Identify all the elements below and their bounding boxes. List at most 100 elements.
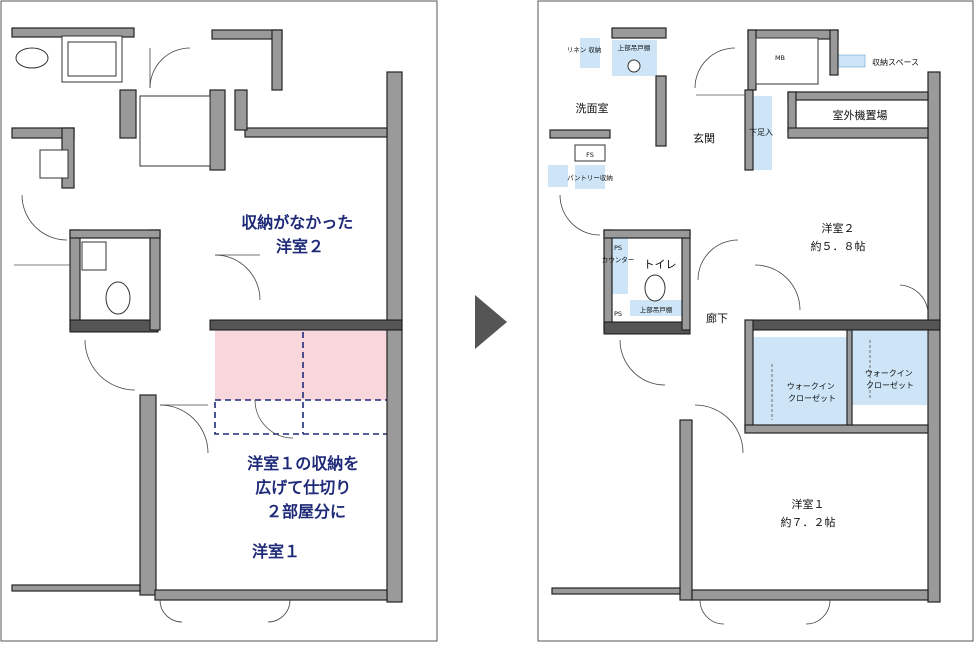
right-plan: 収納スペース (537, 0, 974, 642)
r-wall-mb-left (747, 29, 757, 91)
wall-room2-top (244, 127, 388, 138)
door-entry (149, 47, 191, 89)
r-door-toilet (619, 339, 666, 386)
r-door-room1 (694, 404, 744, 454)
r-fs-box (574, 144, 606, 162)
label-outdoor-unit: 室外機置場 (833, 108, 888, 122)
wall-entry-right (209, 89, 226, 171)
door-balcony-right (267, 599, 291, 623)
exterior-wall-right (386, 71, 403, 603)
shoe-storage-fill (750, 96, 772, 170)
label-washroom: 洗面室 (576, 101, 609, 115)
wall-room1-left (139, 394, 157, 596)
label-mb: MB (775, 54, 785, 62)
label-shoe-storage: 下足入 (749, 128, 773, 137)
wall-room2-bottom (209, 319, 403, 331)
toilet-cabinet (81, 241, 107, 271)
r-door-room2 (754, 264, 801, 311)
door-washroom (21, 194, 68, 241)
r-door-balcony-left (699, 599, 725, 625)
wall-toilet-top (69, 229, 161, 239)
r-wall-toilet-right (681, 229, 691, 331)
door-balcony-left (159, 599, 183, 623)
wall-toilet-bottom (69, 319, 159, 333)
label-walkin-right: ウォークイン クローゼット (865, 369, 916, 390)
r-wall-entry-right (744, 89, 754, 171)
pantry-fill-left (548, 165, 568, 187)
washbasin (15, 47, 49, 69)
wall-bottom-left (11, 584, 141, 592)
r-wall-wash-right (655, 75, 667, 147)
r-wall-toilet-top (603, 229, 691, 239)
wall-entry-left (119, 89, 137, 139)
door-room2 (214, 254, 261, 301)
wall-toilet-left (69, 229, 81, 331)
r-wall-toilet-bottom (603, 321, 691, 335)
label-room2-name: 洋室２ (822, 221, 855, 235)
toilet-cabinet-fill (630, 300, 682, 316)
r-wall-outdoor-left (787, 91, 797, 133)
label-room1-size: 約７．２帖 (781, 515, 836, 529)
wall-toilet-right (149, 229, 161, 331)
legend-swatch (834, 54, 866, 68)
label-top-cabinet: 上部吊戸棚 (618, 43, 651, 52)
r-wall-room1-left (679, 419, 693, 601)
pantry-fill (575, 165, 605, 189)
door-storage (254, 399, 294, 439)
label-toilet: トイレ (644, 258, 677, 271)
label-toilet-cabinet: 上部吊戸棚 (640, 305, 673, 314)
left-plan: 収納がなかった 洋室２ 洋室１の収納を 広げて仕切り ２部屋分に 洋室１ (0, 0, 438, 642)
label-room2-size: 約５．８帖 (811, 239, 866, 253)
r-exterior-wall-right (927, 71, 941, 603)
washer-pan (39, 149, 69, 179)
r-wall-wash-top (549, 129, 611, 139)
r-wall-bottom (691, 589, 929, 601)
label-ps-1: PS (614, 244, 622, 252)
door-room1 (159, 404, 209, 454)
label-ps-2: PS (614, 310, 622, 318)
r-toilet-bowl (644, 274, 666, 302)
callout-wardrobe: 収納がなかった 洋室２ (241, 213, 359, 256)
r-wall-closet-divider (846, 329, 853, 426)
callout-expand: 洋室１の収納を 広げて仕切り ２部屋分に (247, 454, 365, 521)
toilet-bowl (105, 281, 131, 315)
r-wall-outdoor-top (787, 91, 929, 101)
r-wall-toilet-left (603, 229, 613, 331)
linen-storage-fill (580, 38, 600, 68)
walkin-closet-right (852, 325, 927, 405)
label-counter: カウンター (602, 255, 635, 264)
wall-room2-stub (234, 89, 248, 131)
door-toilet (84, 339, 136, 391)
label-room1-name: 洋室１ (792, 497, 825, 511)
legend-label: 収納スペース (872, 57, 919, 67)
r-wall-closet-bottom (744, 424, 929, 434)
entry-storage (139, 95, 211, 167)
r-wall-top-1 (611, 27, 667, 39)
label-linen-storage: リネン 収納 (567, 45, 602, 54)
wall-top-mid-right (271, 29, 283, 91)
r-door-entry (694, 47, 736, 89)
label-fs: FS (586, 151, 594, 159)
wall-bottom (154, 589, 388, 601)
r-door-room2-closet (899, 284, 929, 313)
label-walkin-left: ウォークイン クローゼット (787, 382, 838, 403)
r-wall-room2-top (787, 127, 929, 139)
label-pantry: パントリー収納 (567, 173, 613, 182)
r-wall-closet-left (744, 319, 754, 431)
walkin-closet-left (752, 337, 847, 429)
r-door-wash (559, 194, 601, 236)
bathtub-inner (67, 41, 117, 77)
label-hallway: 廊下 (706, 311, 728, 325)
r-wall-mb-right (829, 29, 839, 76)
r-washer-symbol (627, 59, 641, 73)
r-wall-room2-bottom (744, 319, 941, 331)
label-entrance: 玄関 (693, 131, 715, 145)
counter-fill (608, 238, 628, 294)
transform-arrow (475, 295, 507, 349)
label-room1-left: 洋室１ (252, 542, 300, 561)
r-mb-box (755, 37, 819, 85)
r-door-balcony-right (805, 599, 831, 625)
r-wall-bottom-left (551, 587, 681, 595)
r-door-hall (697, 239, 739, 281)
